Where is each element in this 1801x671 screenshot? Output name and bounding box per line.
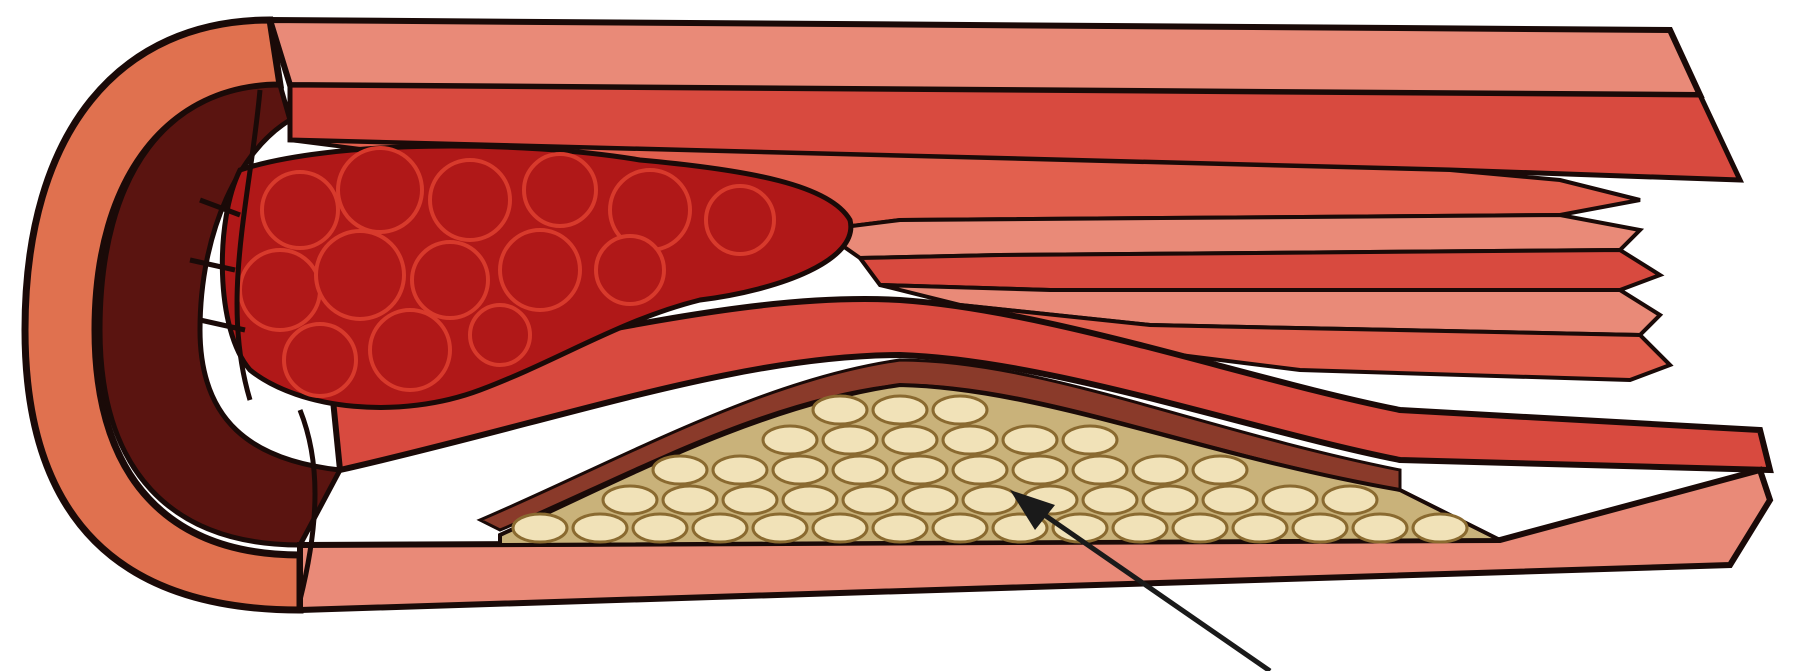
lipid-cell [1293,514,1347,542]
lipid-cell [723,486,777,514]
lipid-cell [713,456,767,484]
lipid-cell [1113,514,1167,542]
lipid-cell [1203,486,1257,514]
lipid-cell [753,514,807,542]
lipid-cell [1233,514,1287,542]
lipid-cell [1013,456,1067,484]
clot-lobule [412,242,488,318]
lipid-cell [893,456,947,484]
lipid-cell [1323,486,1377,514]
lipid-cell [653,456,707,484]
lipid-cell [773,456,827,484]
lipid-cell [1003,426,1057,454]
lipid-cell [963,486,1017,514]
clot-lobule [430,160,510,240]
lipid-cell [813,514,867,542]
lipid-cell [1353,514,1407,542]
lipid-cell [1413,514,1467,542]
clot-lobule [524,154,596,226]
lipid-cell [843,486,897,514]
lipid-cell [603,486,657,514]
clot-lobule [338,148,422,232]
lipid-cell [663,486,717,514]
lipid-cell [873,396,927,424]
lipid-cell [1133,456,1187,484]
lipid-cell [933,514,987,542]
clot-lobule [470,305,530,365]
lipid-cell [573,514,627,542]
clot-lobule [262,172,338,248]
lipid-cell [1143,486,1197,514]
lipid-cell [1073,456,1127,484]
lipid-cell [833,456,887,484]
lipid-cell [823,426,877,454]
clot-lobule [706,186,774,254]
lipid-cell [1173,514,1227,542]
lipid-cell [883,426,937,454]
clot-lobule [596,236,664,304]
lipid-cell [763,426,817,454]
clot-lobule [370,310,450,390]
clot-lobule [316,231,404,319]
lipid-cell [693,514,747,542]
clot-lobule [500,230,580,310]
lipid-cell [953,456,1007,484]
lipid-cell [1193,456,1247,484]
lipid-cell [813,396,867,424]
lipid-cell [933,396,987,424]
clot-lobule [240,250,320,330]
lipid-cell [513,514,567,542]
clot-lobule [284,324,356,396]
lipid-cell [903,486,957,514]
lipid-cell [943,426,997,454]
lipid-cell [1263,486,1317,514]
lipid-cell [1063,426,1117,454]
lipid-cell [783,486,837,514]
wall-fiber-3 [860,250,1660,290]
lipid-cell [633,514,687,542]
lipid-cell [1083,486,1137,514]
top-wall-outer [270,20,1700,95]
lipid-cell [873,514,927,542]
